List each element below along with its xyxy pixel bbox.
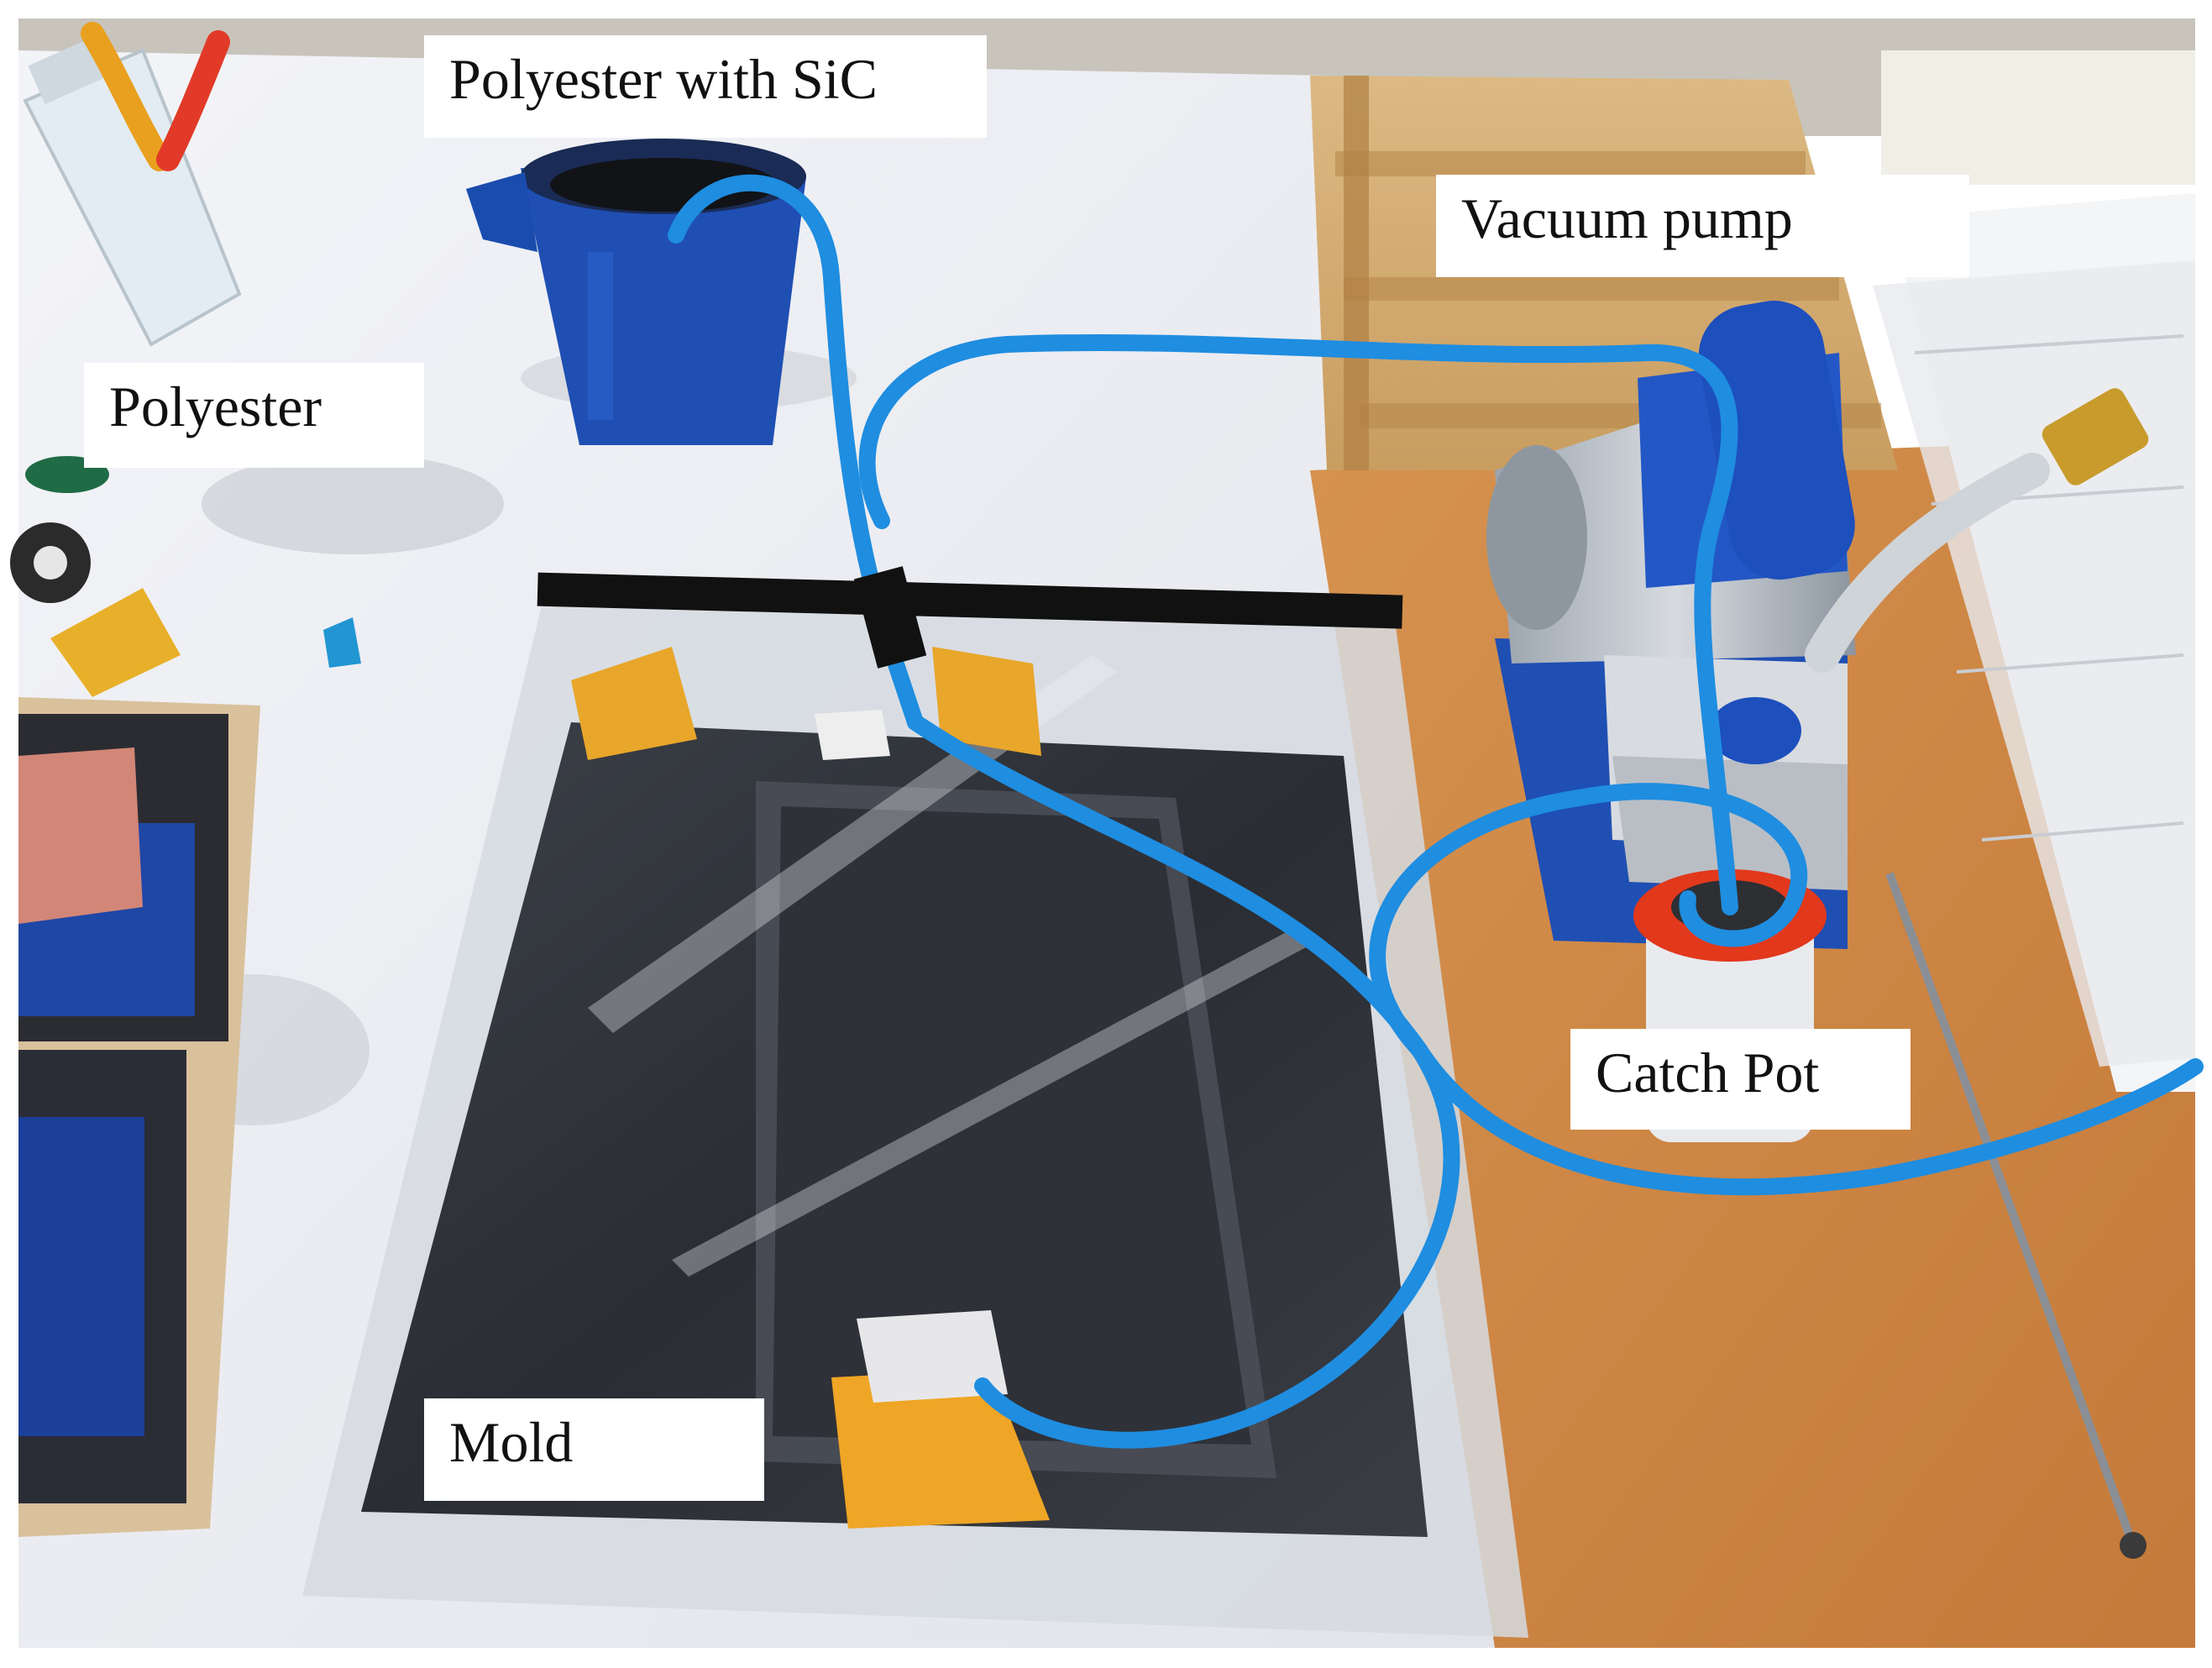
white-sealant (815, 710, 890, 760)
yellow-sponge (50, 588, 181, 697)
metal-rod (1885, 872, 2137, 1547)
label-polyester: Polyester (84, 363, 424, 468)
label-mold: Mold (424, 1398, 764, 1501)
rod-end (2120, 1532, 2146, 1559)
label-catch-pot: Catch Pot (1570, 1029, 1911, 1130)
label-vacuum-pump: Vacuum pump (1436, 175, 1969, 277)
tube-connector-tape (853, 566, 927, 669)
braided-hose (1805, 453, 2050, 673)
label-polyester-with-sic: Polyester with SiC (424, 35, 987, 138)
left-side-stack (18, 697, 260, 1537)
white-sealant (857, 1310, 1008, 1403)
blue-scrap (323, 617, 361, 668)
resin-bucket (466, 139, 806, 445)
yellow-tape (571, 647, 697, 760)
brass-fitting (2042, 388, 2149, 485)
yellow-tape (932, 647, 1041, 756)
pliers (81, 22, 230, 171)
mold-vacuum-bag (302, 572, 1528, 1638)
